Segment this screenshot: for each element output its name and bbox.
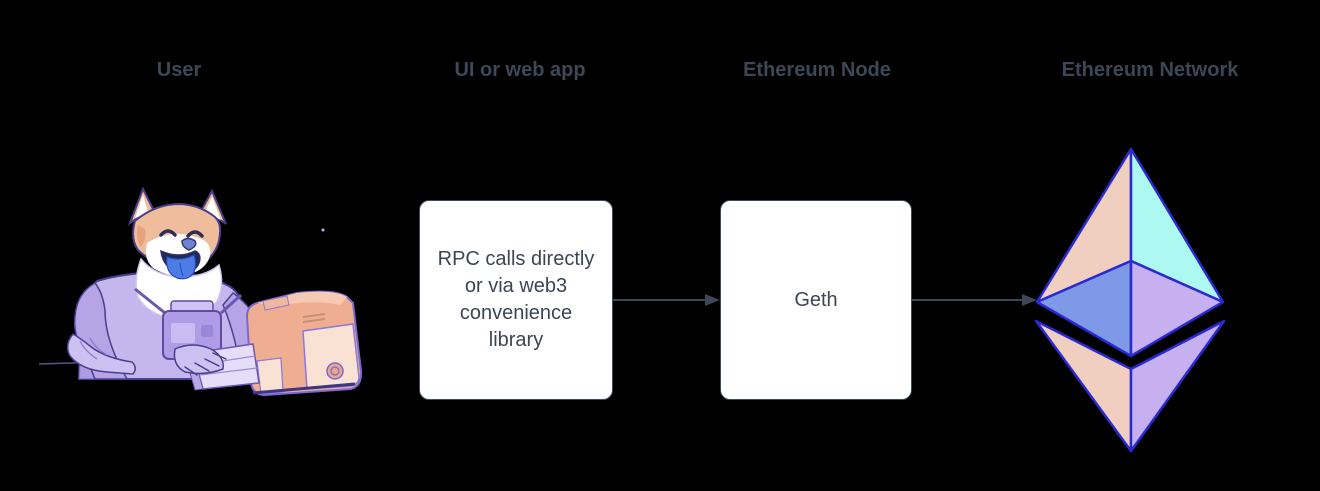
right-ear-inner	[205, 197, 221, 220]
computer-fan-inner	[330, 366, 340, 376]
head-shading	[137, 225, 146, 247]
robot-forearm	[66, 333, 136, 375]
robot-hand	[173, 344, 224, 375]
computer-fan	[326, 362, 344, 380]
chest-pack-panel	[171, 323, 195, 343]
robot-fingers	[184, 352, 227, 376]
tongue-line	[179, 262, 184, 277]
chest-pack-button	[201, 325, 213, 337]
ethereum-network-label: Ethereum Network	[1061, 59, 1239, 81]
computer-side-panel	[302, 323, 360, 390]
user-label: User	[156, 59, 202, 81]
computer-vents	[302, 313, 326, 323]
ethereum-node-label: Ethereum Node	[743, 59, 891, 81]
eth-mid-right-face	[1129, 259, 1225, 358]
glove-segments	[79, 337, 108, 360]
webapp-box-line: RPC calls directly	[437, 248, 595, 270]
sparkle-dot	[321, 228, 325, 232]
nose	[181, 237, 197, 251]
computer-front-panel	[256, 357, 284, 395]
doge-user-illustration	[38, 186, 363, 397]
webapp-box-line: convenience	[459, 302, 573, 324]
webapp-box-line: library	[488, 329, 544, 351]
geth-box-label: Geth	[794, 288, 838, 311]
computer-top-notch	[262, 295, 290, 311]
arrowhead	[1022, 294, 1037, 306]
webapp-box: RPC calls directly or via web3 convenien…	[419, 200, 613, 400]
tongue	[166, 254, 197, 280]
webapp-box-line: or via web3	[464, 275, 568, 297]
ethereum-logo-icon	[1034, 147, 1226, 453]
arrow-webapp-to-geth	[613, 294, 720, 306]
arrow-geth-to-network	[912, 294, 1037, 306]
harness-straps	[134, 287, 243, 315]
right-eye	[186, 230, 204, 238]
computer-base-edge	[252, 382, 356, 395]
geth-box: Geth	[720, 200, 912, 400]
arrowhead	[705, 294, 720, 306]
ui-or-web-app-label: UI or web app	[454, 59, 586, 81]
left-eye	[159, 229, 177, 237]
left-ear-inner	[135, 195, 148, 218]
eth-bottom-right-face	[1129, 319, 1226, 453]
